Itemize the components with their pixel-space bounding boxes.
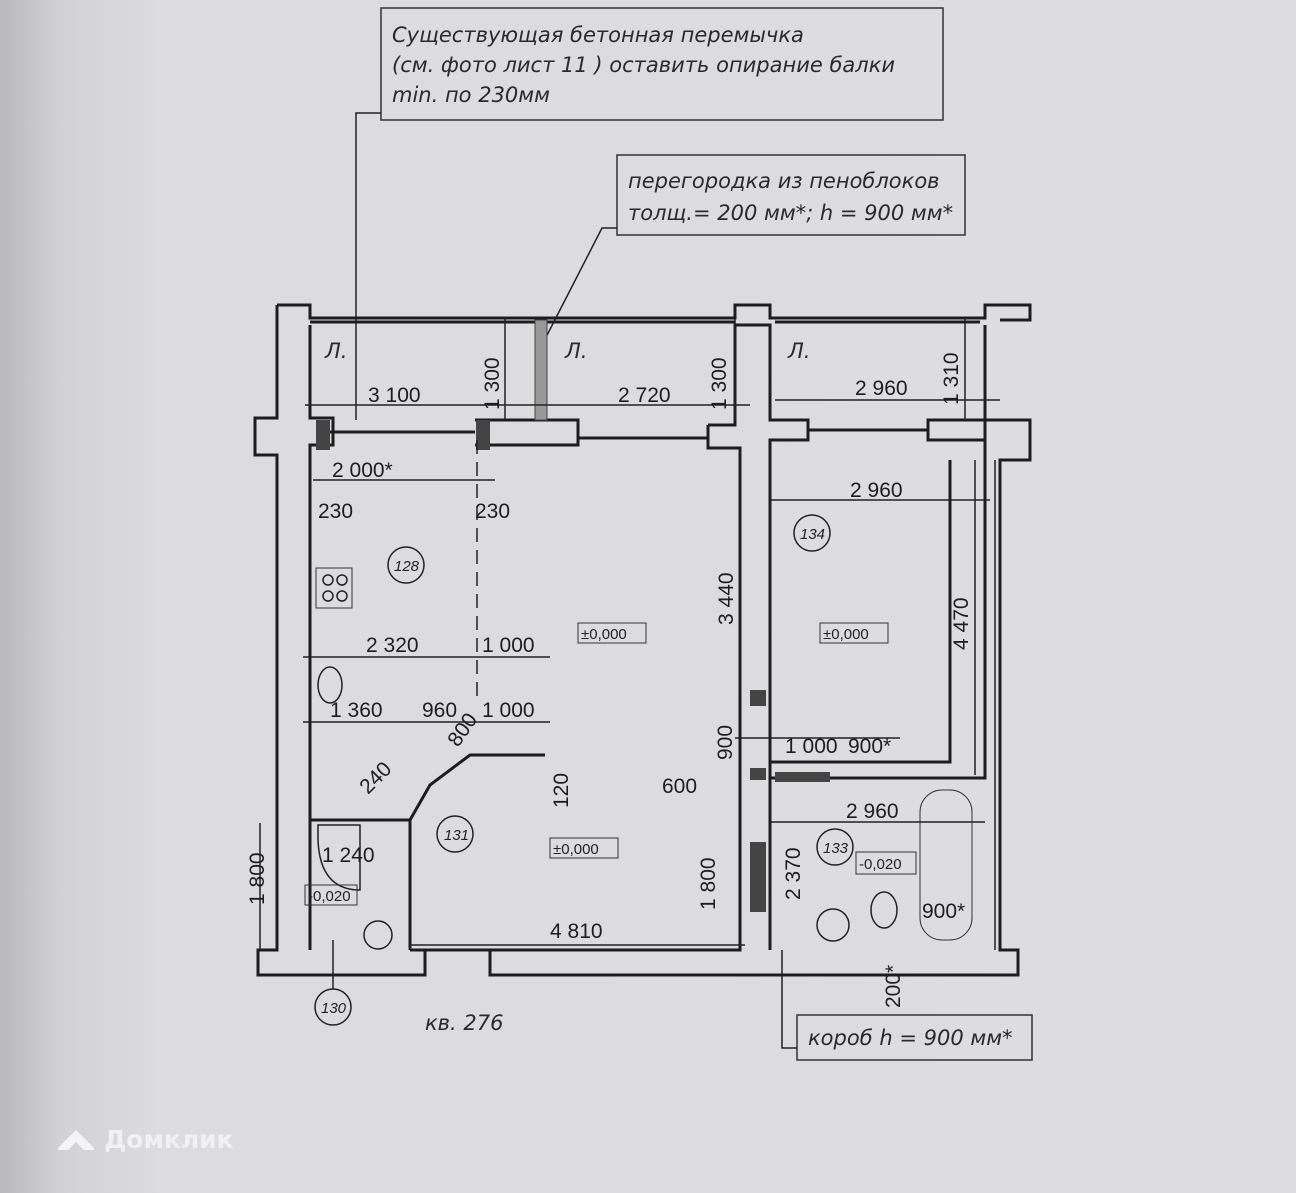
dimension-label: 2 960 xyxy=(850,479,903,502)
dimension-label: 2 720 xyxy=(618,384,671,407)
room-number: 128 xyxy=(394,558,420,575)
dimension-label: 2 370 xyxy=(782,847,805,900)
dimension-label: 3 100 xyxy=(368,384,421,407)
dimension-lines xyxy=(259,318,1000,950)
dimension-label: 960 xyxy=(422,699,457,722)
room-number: 133 xyxy=(823,840,849,857)
dimension-label: 4 810 xyxy=(550,920,603,943)
dimension-label: 1 300 xyxy=(708,357,731,410)
dimension-label: 1 310 xyxy=(940,352,963,405)
dimension-label: 1 000 xyxy=(482,699,535,722)
box-note: короб h = 900 мм* xyxy=(781,950,1033,1061)
note-line: min. по 230мм xyxy=(392,83,550,107)
dimension-label: 900* xyxy=(848,735,891,758)
note-line: (см. фото лист 11 ) оставить опирание ба… xyxy=(392,53,895,77)
watermark: Домклик xyxy=(58,1125,234,1154)
balcony-label: Л. xyxy=(324,339,347,363)
note-line: толщ.= 200 мм*; h = 900 мм* xyxy=(628,201,953,225)
dimension-label: 900* xyxy=(922,900,965,923)
room-markers: 128 134 131 133 130 xyxy=(314,514,854,1026)
balcony-label: Л. xyxy=(564,339,587,363)
stove-icon xyxy=(315,567,353,609)
dimension-label: 1 360 xyxy=(330,699,383,722)
dimension-label: 600 xyxy=(662,775,697,798)
note-line: перегородка из пеноблоков xyxy=(628,169,940,193)
dimension-label: 240 xyxy=(355,757,396,798)
watermark-text: Домклик xyxy=(104,1125,234,1154)
level-mark: ±0,000 xyxy=(553,841,599,858)
washbasin-icon xyxy=(363,920,393,950)
dimension-label: 230 xyxy=(318,500,353,523)
floor-levels: ±0,000 ±0,000 ±0,000 -0,020 -0,020 xyxy=(304,622,917,906)
note-line: короб h = 900 мм* xyxy=(808,1026,1013,1050)
dimension-label: 1 000 xyxy=(785,735,838,758)
dimension-label: 2 000* xyxy=(332,459,393,482)
home-icon xyxy=(58,1130,94,1150)
apartment-label: кв. 276 xyxy=(425,1011,504,1035)
room-number: 130 xyxy=(321,1000,347,1017)
dimension-label: 1 800 xyxy=(697,857,720,910)
toilet-icon xyxy=(870,891,898,929)
dimension-label: 1 300 xyxy=(481,357,504,410)
balcony-label: Л. xyxy=(787,339,810,363)
dimension-label: 2 960 xyxy=(846,800,899,823)
dimension-label: 1 800 xyxy=(246,852,269,905)
level-mark: ±0,000 xyxy=(823,626,869,643)
room-number: 134 xyxy=(800,526,825,543)
level-mark: ±0,000 xyxy=(581,626,627,643)
dimension-label: 200* xyxy=(882,965,905,1008)
washbasin-icon xyxy=(816,908,850,942)
level-mark: -0,020 xyxy=(859,856,902,873)
dimension-label: 2 960 xyxy=(855,377,908,400)
sink-icon xyxy=(317,666,343,704)
dimension-label: 230 xyxy=(475,500,510,523)
level-mark: -0,020 xyxy=(308,888,351,905)
partition-note: перегородка из пеноблоков толщ.= 200 мм*… xyxy=(541,154,966,346)
dimension-label: 2 320 xyxy=(366,634,419,657)
note-line: Существующая бетонная перемычка xyxy=(392,23,804,47)
dimension-label: 120 xyxy=(550,773,573,808)
room-number: 131 xyxy=(444,827,469,844)
dimension-label: 900 xyxy=(714,725,737,760)
dimension-label: 1 240 xyxy=(322,844,375,867)
dimension-label: 1 000 xyxy=(482,634,535,657)
dimension-label: 3 440 xyxy=(715,572,738,625)
shower-icon xyxy=(317,824,361,891)
dimension-label: 4 470 xyxy=(950,597,973,650)
